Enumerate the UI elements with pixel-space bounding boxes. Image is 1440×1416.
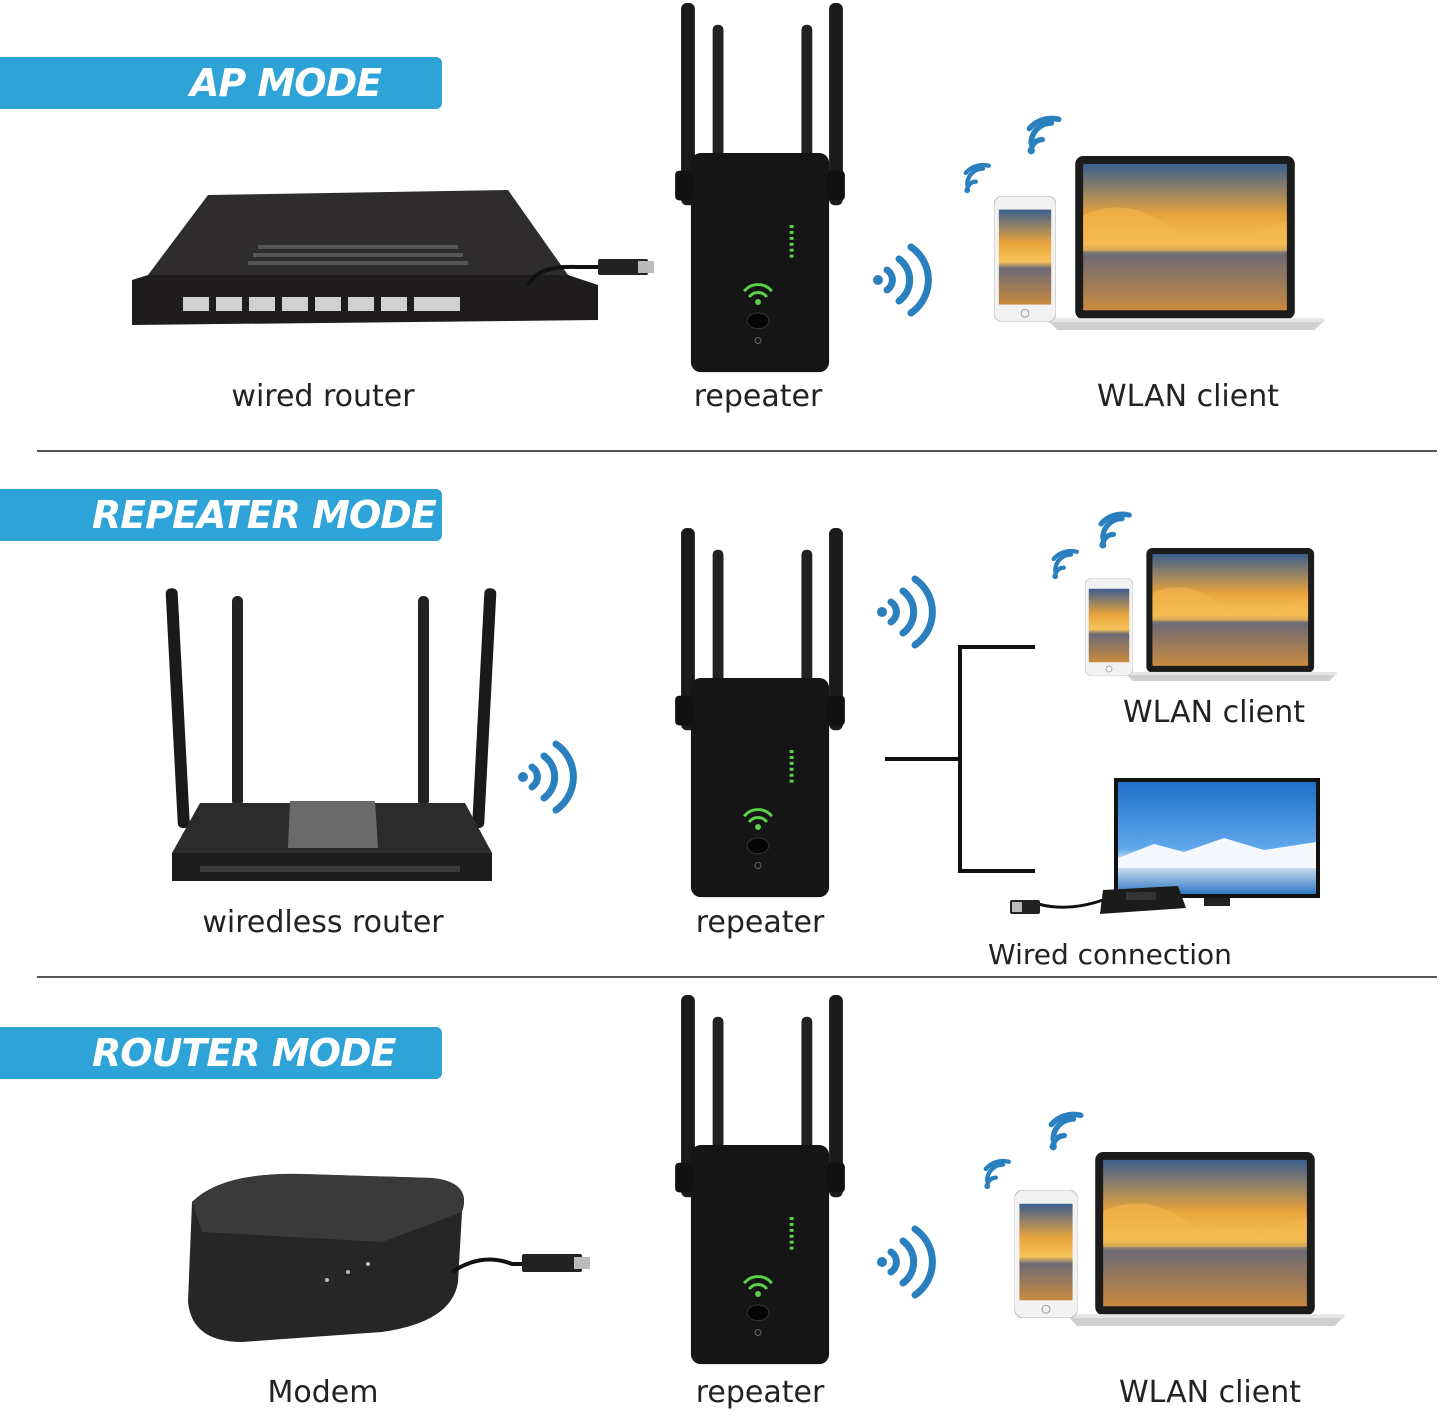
- repeater-mode-banner: REPEATER MODE: [0, 489, 442, 541]
- router-mode-title: ROUTER MODE: [92, 1031, 396, 1075]
- repeater-image: [660, 528, 860, 903]
- signal-icon: [877, 1217, 937, 1307]
- signal-icon: [877, 567, 937, 657]
- modem-label: Modem: [267, 1375, 379, 1410]
- signal-icon: [518, 732, 578, 822]
- wlan-client-label: WLAN client: [1123, 695, 1305, 730]
- laptop-image: [1054, 1152, 1358, 1330]
- wired-router-image: [132, 190, 654, 325]
- router-mode-banner: ROUTER MODE: [0, 1027, 442, 1079]
- repeater-label: repeater: [693, 379, 823, 414]
- phone-image: [1014, 1190, 1078, 1318]
- section-divider: [37, 976, 1437, 978]
- repeater-mode-title: REPEATER MODE: [92, 493, 437, 537]
- repeater-image: [660, 995, 860, 1370]
- ap-mode-banner: AP MODE: [0, 57, 442, 109]
- wifi-icon: [1048, 546, 1084, 582]
- repeater-image: [660, 3, 860, 378]
- wifi-icon: [980, 1156, 1016, 1192]
- repeater-label: repeater: [695, 905, 825, 940]
- laptop-image: [1118, 548, 1344, 684]
- phone-image: [1085, 577, 1133, 677]
- signal-icon: [873, 235, 933, 325]
- repeater-label: repeater: [695, 1375, 825, 1410]
- connection-bracket: [885, 645, 1035, 873]
- laptop-image: [1036, 156, 1336, 334]
- wlan-client-label: WLAN client: [1097, 379, 1279, 414]
- wired-connection-label: Wired connection: [988, 938, 1232, 971]
- modem-image: [188, 1173, 590, 1342]
- set-top-box-image: [1010, 886, 1186, 914]
- ap-mode-title: AP MODE: [190, 61, 382, 105]
- section-divider: [37, 450, 1437, 452]
- phone-image: [994, 195, 1056, 323]
- wireless-router-label: wiredless router: [202, 905, 444, 940]
- wifi-icon: [1094, 508, 1138, 552]
- wireless-router-image: [165, 588, 497, 881]
- wifi-icon: [960, 160, 996, 196]
- wired-router-label: wired router: [231, 379, 415, 414]
- tv-image: [1114, 778, 1320, 906]
- wlan-client-label: WLAN client: [1119, 1375, 1301, 1410]
- wifi-icon: [1044, 1108, 1090, 1154]
- wifi-icon: [1022, 112, 1068, 158]
